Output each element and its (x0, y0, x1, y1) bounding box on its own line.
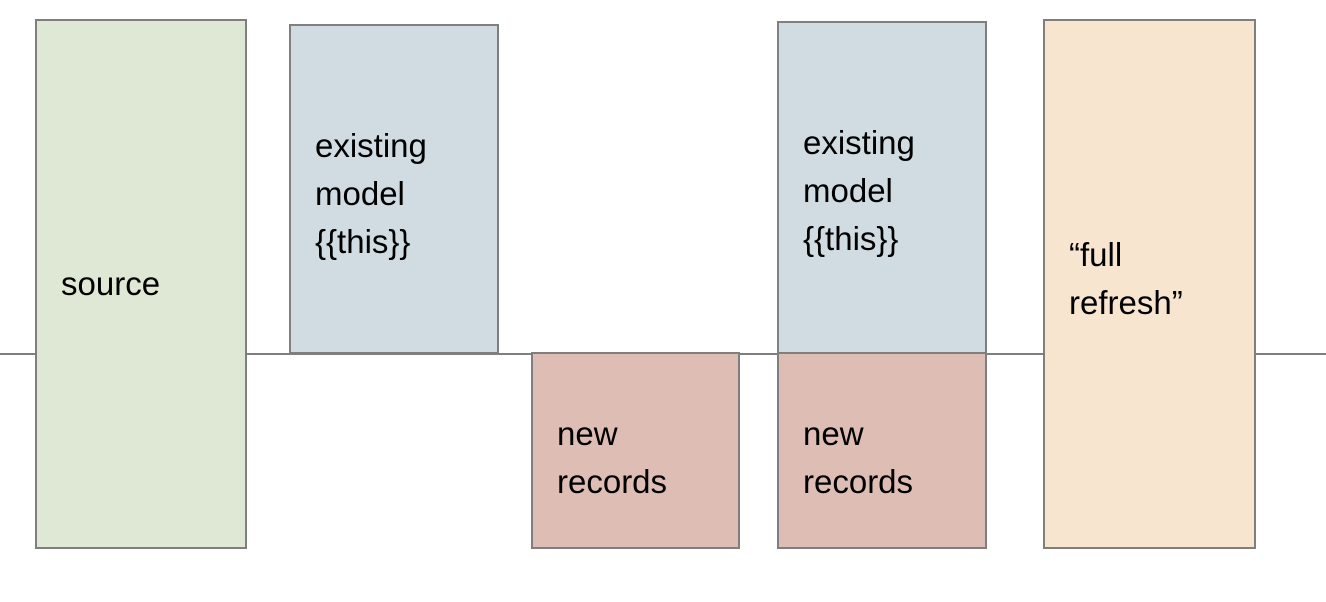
box-existing-model-2[interactable]: existing model {{this}} (777, 21, 987, 354)
box-new-records-2-label: new records (803, 415, 914, 500)
box-existing-model-2-label: existing model {{this}} (803, 124, 915, 257)
box-full-refresh[interactable]: “full refresh” (1043, 19, 1256, 549)
box-new-records-1-label: new records (557, 415, 668, 500)
box-full-refresh-label: “full refresh” (1069, 236, 1183, 321)
box-new-records-1[interactable]: new records (531, 352, 740, 549)
box-source-label: source (61, 265, 161, 302)
box-existing-model-1-label: existing model {{this}} (315, 127, 427, 260)
box-source[interactable]: source (35, 19, 247, 549)
box-existing-model-1[interactable]: existing model {{this}} (289, 24, 499, 354)
box-new-records-2[interactable]: new records (777, 352, 987, 549)
